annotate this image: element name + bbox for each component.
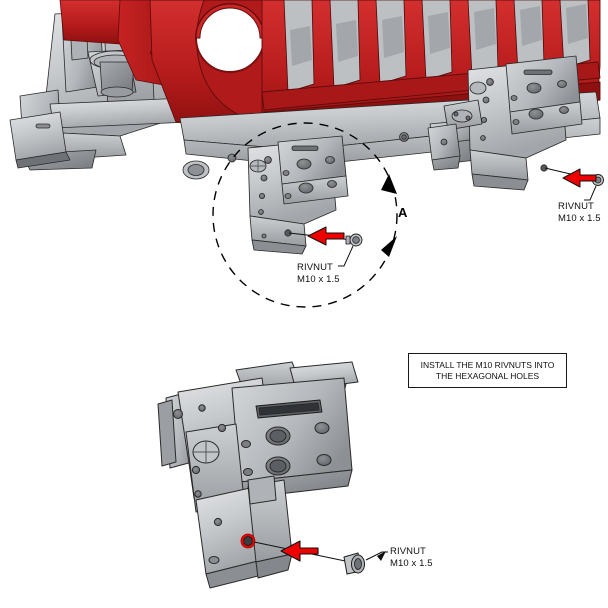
rivnut-callout-left-line1: RIVNUT: [297, 262, 333, 273]
instruction-line-1: INSTALL THE M10 RIVNUTS INTO: [420, 359, 555, 370]
install-arrow-right-shape: [562, 168, 597, 188]
annotation-leaders-detail: [253, 540, 388, 575]
rivnut-callout-detail-line1: RIVNUT: [390, 546, 426, 557]
detail-callout-circle: [212, 122, 398, 308]
bracket-center: [427, 123, 461, 171]
install-arrow-detail-shape: [280, 540, 319, 562]
rivnut-part-detail: [343, 552, 365, 575]
instruction-note-box: INSTALL THE M10 RIVNUTS INTO THE HEXAGON…: [408, 353, 567, 388]
rivnut-callout-left: RIVNUT M10 x 1.5: [297, 262, 340, 285]
bracket-right: [443, 55, 583, 191]
install-arrow-left-shape: [307, 226, 345, 246]
rivnut-callout-detail: RIVNUT M10 x 1.5: [390, 546, 433, 569]
rivnut-part-left: [345, 233, 363, 247]
rivnut-callout-detail-line2: M10 x 1.5: [390, 557, 433, 569]
rivnut-callout-left-line2: M10 x 1.5: [297, 273, 340, 285]
annotation-leaders-main: [288, 167, 604, 267]
body-panel-red-arch: [149, 0, 301, 129]
detail-callout-letter: A: [398, 205, 408, 220]
hexagonal-hole-highlight: [240, 533, 256, 549]
rivnut-callout-right-line2: M10 x 1.5: [558, 212, 601, 224]
detail-view-bracket: [157, 361, 359, 589]
instruction-line-2: THE HEXAGONAL HOLES: [435, 370, 540, 381]
rivnut-callout-right: RIVNUT M10 x 1.5: [558, 201, 601, 224]
rivnut-callout-right-line1: RIVNUT: [558, 201, 594, 212]
